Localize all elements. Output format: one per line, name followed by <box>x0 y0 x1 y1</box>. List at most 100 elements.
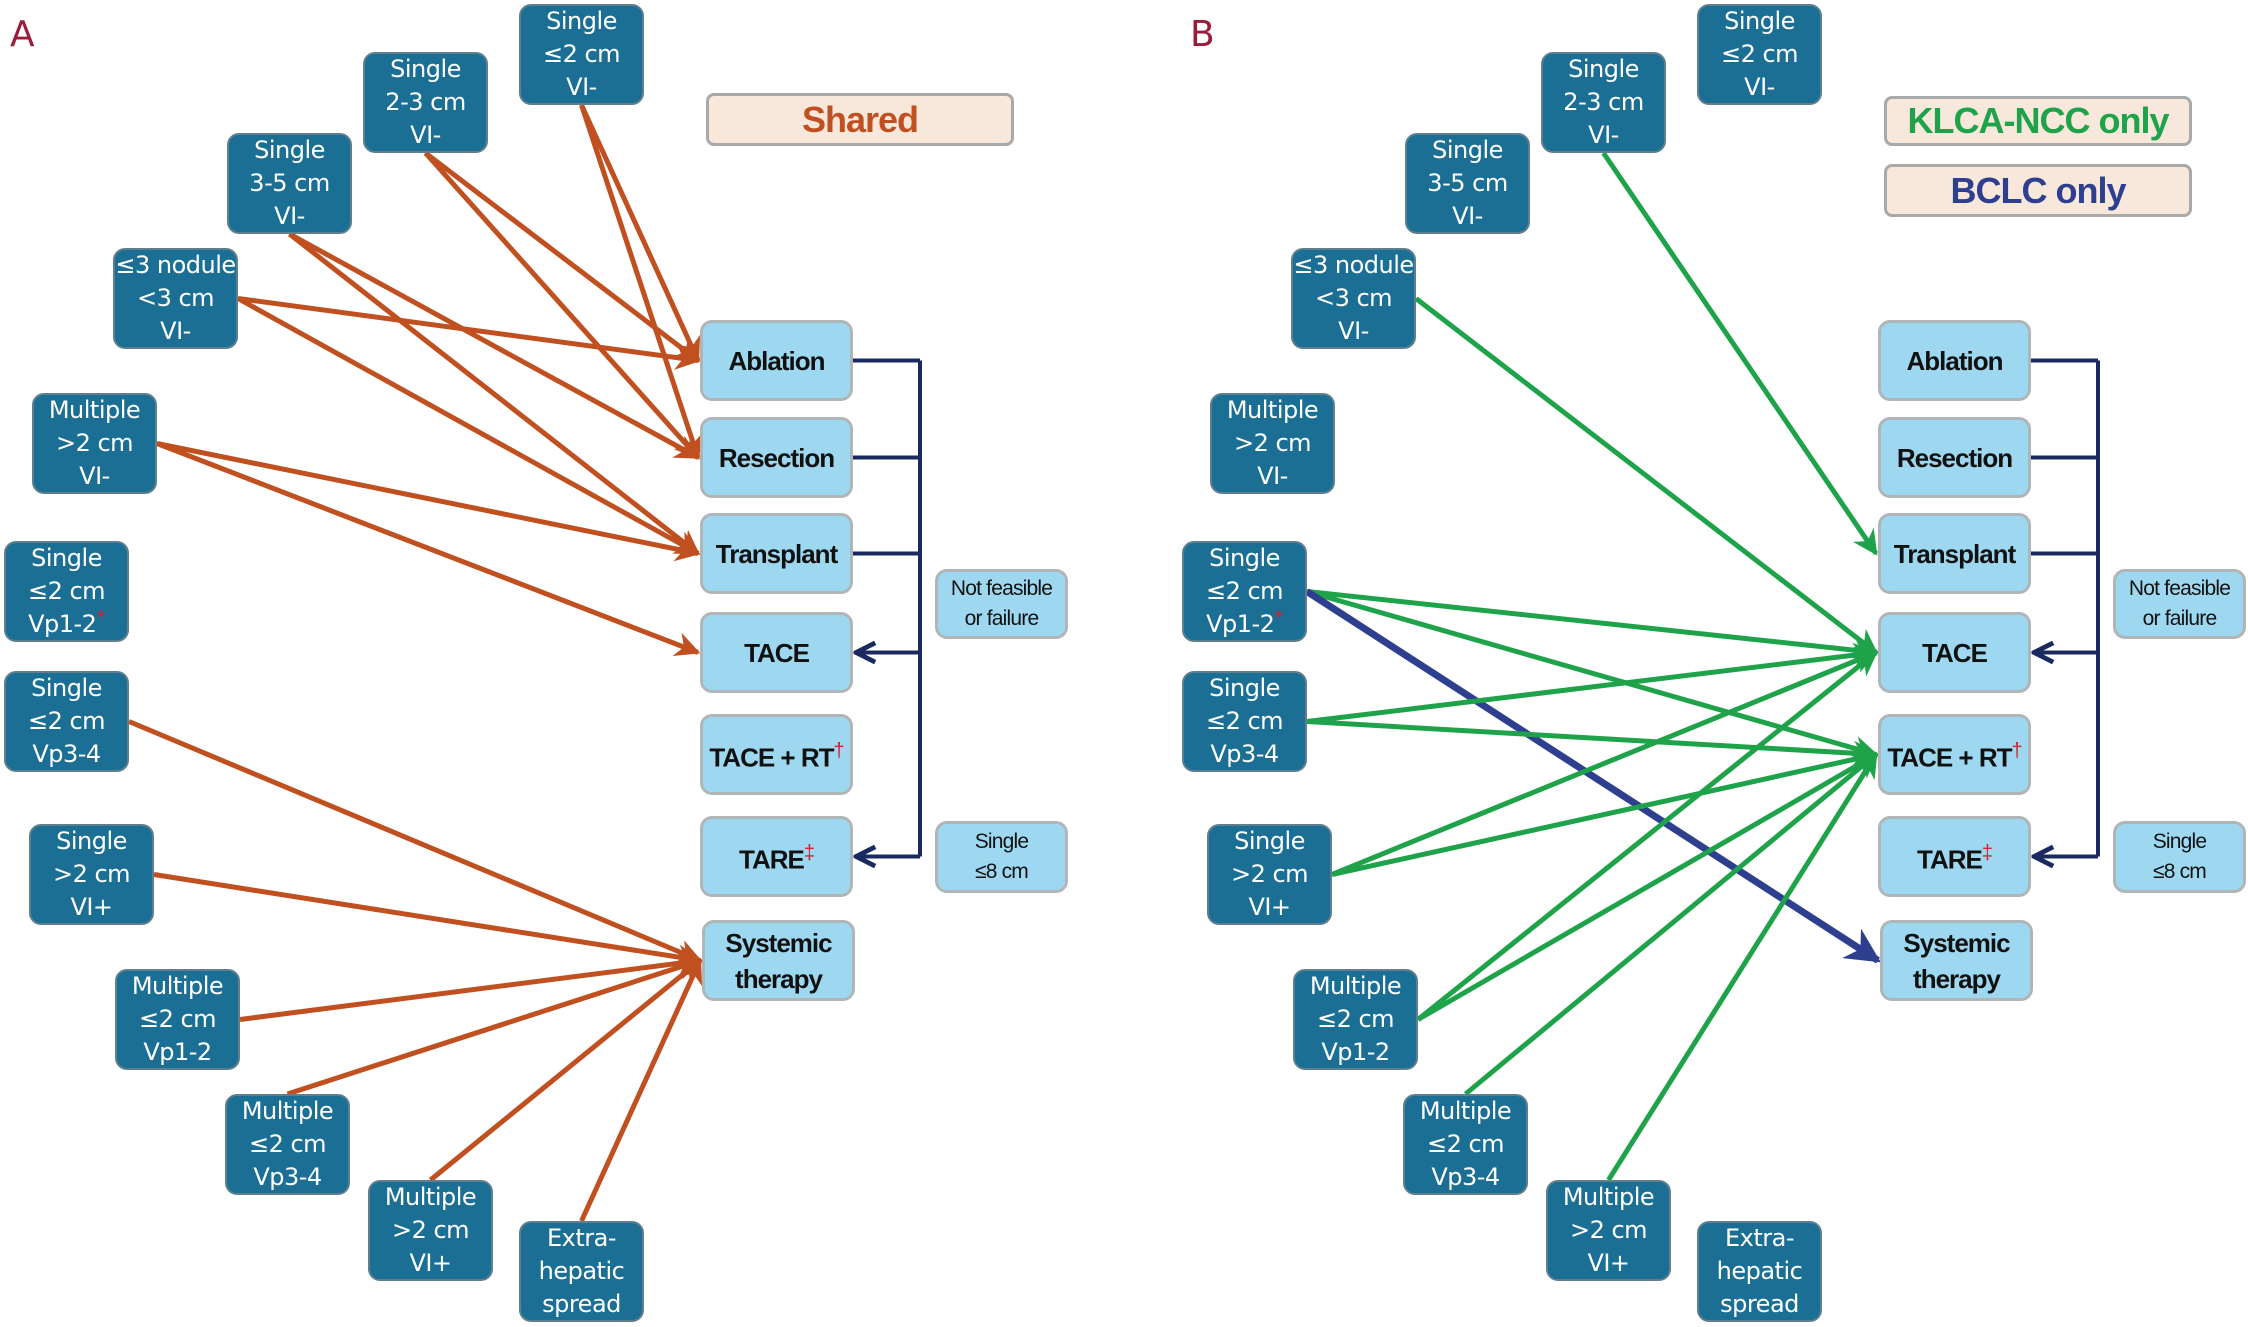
condition-box-n1: Not feasible or failure <box>2113 569 2246 639</box>
treatment-line-wrap: Resection <box>1897 440 2013 476</box>
edge-klca-s7-t4 <box>1306 642 1879 724</box>
treatment-label: Systemic <box>725 927 832 958</box>
condition-line: Not feasible <box>2128 577 2231 600</box>
stage-line: Multiple <box>1562 1183 1655 1211</box>
treatment-label: Systemic <box>1903 927 2010 958</box>
stage-line: Vp3-4 <box>253 1163 322 1191</box>
treatment-label: TACE + RT <box>709 742 834 773</box>
condition-box-n2: Single ≤8 cm <box>935 821 1068 893</box>
stage-line: Extra- <box>546 1224 617 1252</box>
condition-line: ≤8 cm <box>2152 860 2207 883</box>
edge-klca-s7-t5 <box>1306 719 1879 766</box>
condition-line: or failure <box>2142 607 2218 630</box>
stage-line: Multiple <box>1226 396 1319 424</box>
stage-line: <3 cm <box>1314 284 1393 312</box>
stage-line: 2-3 cm <box>1563 88 1644 116</box>
treatment-label: TARE <box>739 844 805 875</box>
stage-line: hepatic <box>538 1257 625 1285</box>
treatment-box-resection: Resection <box>700 417 853 498</box>
treatment-box-transplant: Transplant <box>1878 513 2031 594</box>
stage-line: ≤2 cm <box>1205 577 1284 605</box>
footnote-mark: † <box>833 740 845 763</box>
treatment-label: Ablation <box>728 345 826 376</box>
condition-box-n2: Single≤8 cm <box>2113 821 2246 893</box>
edge-klca-s8-t5 <box>1331 747 1879 877</box>
stage-line: VI- <box>1338 317 1369 345</box>
edge-shared-s9-t7 <box>239 950 703 1022</box>
stage-line: Vp3-4 <box>1431 1163 1500 1191</box>
stage-line: Multiple <box>131 972 224 1000</box>
legend-shared: Shared <box>706 93 1014 146</box>
stage-line: Single <box>56 827 127 855</box>
stage-line: VI- <box>79 462 110 490</box>
treatment-label: Transplant <box>1893 538 2016 569</box>
condition-line: ≤8 cm <box>974 860 1029 883</box>
treatment-box-resection: Resection <box>1878 417 2031 498</box>
stage-line: ≤2 cm <box>1316 1005 1395 1033</box>
stage-line: VI- <box>274 202 305 230</box>
stage-line: Single <box>1432 136 1503 164</box>
treatment-label: therapy <box>735 963 823 994</box>
edge-shared-s7-t7 <box>128 719 703 964</box>
stage-line: Single <box>1209 544 1280 572</box>
stage-line: ≤2 cm <box>27 707 106 735</box>
stage-line: VI- <box>1744 73 1775 101</box>
condition-line: or failure <box>964 607 1040 630</box>
condition-line: Single <box>974 830 1029 853</box>
treatment-line-wrap: Systemic <box>725 925 832 961</box>
edge-shared-s4-t1 <box>237 296 701 370</box>
stage-line: Single <box>1234 827 1305 855</box>
treatment-label: TACE <box>744 637 810 668</box>
treatment-line-wrap: Ablation <box>1906 343 2004 379</box>
treatment-line-wrap: TACE <box>744 635 810 671</box>
stage-line-wrap: Vp1-2* <box>1206 608 1283 641</box>
stage-line: spread <box>1720 1290 1799 1318</box>
stage-line: VI- <box>160 317 191 345</box>
panel-label-b: B <box>1190 14 1215 55</box>
stage-line: >2 cm <box>391 1216 470 1244</box>
stage-line: Multiple <box>48 396 141 424</box>
edge-shared-s11-t7 <box>428 958 702 1182</box>
edge-klca-s11-t5 <box>1606 752 1879 1182</box>
stage-line: VI- <box>1588 121 1619 149</box>
edge-shared-s5-t3 <box>156 441 701 562</box>
treatment-box-tare: TARE‡ <box>700 816 853 897</box>
edge-klca-s4-t4 <box>1414 296 1878 655</box>
treatment-line-wrap: therapy <box>735 961 823 997</box>
stage-line: ≤2 cm <box>542 40 621 68</box>
edge-klca-s6-t5 <box>1306 589 1879 761</box>
treatment-label: Ablation <box>1906 345 2004 376</box>
treatment-box-transplant: Transplant <box>700 513 853 594</box>
stage-line: VI+ <box>409 1249 452 1277</box>
treatment-line-wrap: TARE‡ <box>739 835 815 878</box>
stage-line: VI- <box>566 73 597 101</box>
treatment-line-wrap: Transplant <box>1893 536 2016 572</box>
treatment-box-ablation: Ablation <box>700 320 853 401</box>
edge-shared-s1-t2 <box>579 104 703 460</box>
stage-line: ≤2 cm <box>1720 40 1799 68</box>
treatment-box-tace: TACE <box>700 612 853 693</box>
treatment-box-tace-rt: TACE + RT† <box>1878 714 2031 795</box>
treatment-label: TARE <box>1917 844 1983 875</box>
stage-line: Multiple <box>1419 1097 1512 1125</box>
treatment-line-wrap: TACE + RT† <box>1887 733 2022 776</box>
edge-shared-s3-t3 <box>287 232 700 556</box>
treatment-label: TACE <box>1922 637 1988 668</box>
stage-line: Vp3-4 <box>32 740 101 768</box>
stage-line: Vp1-2 <box>143 1038 212 1066</box>
treatment-box-systemic-therapy: Systemic therapy <box>702 920 855 1001</box>
footnote-mark: * <box>1274 607 1283 628</box>
treatment-box-tare: TARE‡ <box>1878 816 2031 897</box>
